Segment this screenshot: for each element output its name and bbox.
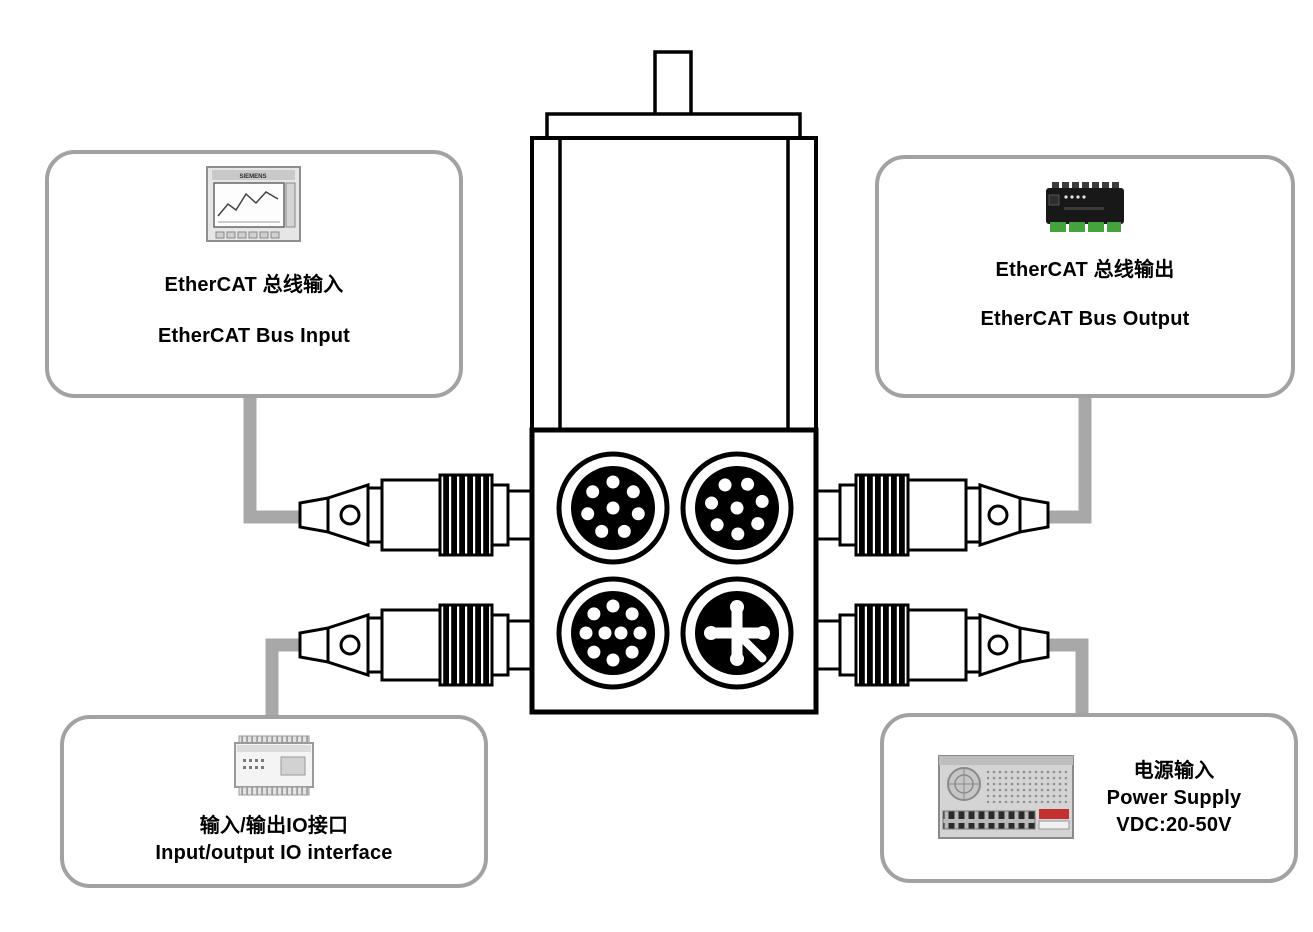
- motor-body: [530, 136, 818, 432]
- psu-terminal-block: [942, 810, 1036, 830]
- motor-shaft: [653, 50, 693, 118]
- callout-power-supply: 电源输入 Power Supply VDC:20-50V: [880, 713, 1298, 883]
- motor-flange: [545, 112, 802, 140]
- hmi-panel-image: SIEMENS: [206, 166, 301, 242]
- io-interface-title-en: Input/output IO interface: [155, 842, 393, 864]
- module-green-terminals: [1050, 222, 1121, 232]
- connector-socket-top-right: [680, 451, 794, 565]
- leader-line-top-left: [243, 396, 312, 524]
- callout-ethercat-output: EtherCAT 总线输出 EtherCAT Bus Output: [875, 155, 1295, 398]
- hmi-function-keys: [215, 231, 280, 239]
- power-supply-title-cn: 电源输入: [1133, 759, 1215, 782]
- cable-plug-left-top: [298, 473, 533, 557]
- callout-io-interface: 输入/输出IO接口 Input/output IO interface: [60, 715, 488, 888]
- io-interface-title-cn: 输入/输出IO接口: [199, 815, 349, 837]
- connector-socket-top-left: [556, 451, 670, 565]
- ethercat-module-image: [1046, 182, 1124, 232]
- leader-line-bottom-right: [1038, 638, 1089, 719]
- ethercat-output-title-cn: EtherCAT 总线输出: [995, 259, 1175, 281]
- ethercat-output-title-en: EtherCAT Bus Output: [980, 308, 1190, 330]
- psu-vent-grid: [986, 769, 1067, 803]
- power-supply-title-en: Power Supply: [1106, 786, 1242, 809]
- plc-led-row: [243, 759, 264, 769]
- connector-socket-bottom-right-power: [680, 576, 794, 690]
- leader-line-top-right: [1036, 396, 1092, 524]
- psu-fan: [946, 767, 981, 801]
- power-supply-voltage: VDC:20-50V: [1116, 813, 1232, 836]
- callout-ethercat-input: SIEMENS EtherCAT 总线输入 EtherCAT Bus Input: [45, 150, 463, 398]
- module-top-ports: [1052, 182, 1119, 190]
- ethercat-input-title-cn: EtherCAT 总线输入: [164, 274, 344, 296]
- connector-socket-bottom-left: [556, 576, 670, 690]
- power-supply-image: [937, 755, 1074, 839]
- power-supply-text: 电源输入 Power Supply VDC:20-50V: [1107, 758, 1242, 839]
- hmi-brand-label: SIEMENS: [239, 174, 266, 180]
- cable-plug-right-bottom: [815, 603, 1050, 687]
- ethercat-input-title-en: EtherCAT Bus Input: [157, 325, 351, 347]
- hmi-screen-chart: [217, 191, 279, 217]
- cable-plug-right-top: [815, 473, 1050, 557]
- psu-label-red: [1038, 809, 1069, 819]
- cable-plug-left-bottom: [298, 603, 533, 687]
- plc-image: [234, 735, 314, 796]
- psu-label-white: [1038, 820, 1070, 830]
